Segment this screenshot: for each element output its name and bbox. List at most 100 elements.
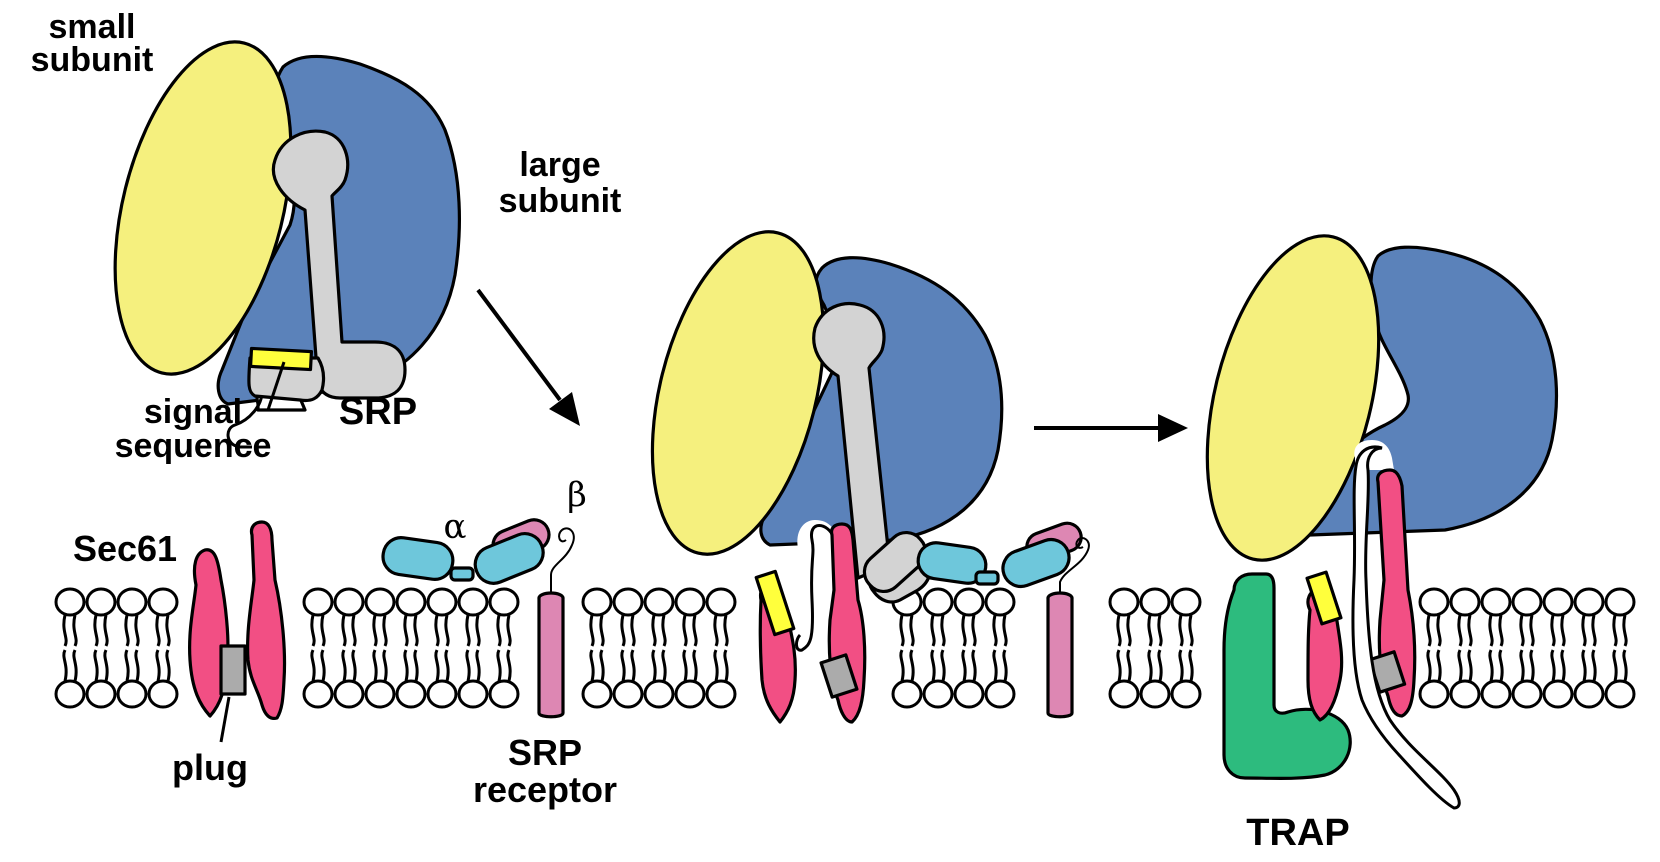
lipid-head	[302, 587, 334, 617]
label-small-subunit-line2: subunit	[31, 41, 154, 79]
lipid-molecule	[116, 587, 148, 709]
lipid-head	[1108, 587, 1140, 617]
stage-2-docked-ribosome	[650, 230, 1090, 724]
small-subunit	[113, 40, 293, 376]
lipid-head	[922, 587, 954, 617]
label-signal-sequence-line1: signal	[144, 393, 242, 431]
signal-sequence-pointer	[266, 361, 286, 411]
label-small-subunit-line1: small	[49, 8, 136, 46]
lipid-molecule	[984, 587, 1016, 709]
lipid-head	[54, 679, 86, 709]
lipid-molecule	[333, 587, 365, 709]
srp-receptor-tm	[1046, 596, 1074, 719]
lipid-head	[116, 587, 148, 617]
er-membrane	[54, 587, 1636, 709]
lipid-head	[643, 587, 675, 617]
srp-m-domain	[862, 530, 928, 594]
label-beta: β	[567, 475, 587, 515]
sec61-right-half	[246, 520, 287, 721]
lipid-head	[147, 587, 179, 617]
lipid-molecule	[1511, 587, 1543, 709]
lipid-head	[457, 587, 489, 617]
lipid-molecule	[364, 587, 396, 709]
lipid-molecule	[612, 587, 644, 709]
lipid-head	[612, 587, 644, 617]
label-trap: TRAP	[1246, 812, 1349, 854]
sec61-closed	[188, 520, 287, 743]
lipid-head	[1418, 679, 1450, 709]
lipid-molecule	[1542, 587, 1574, 709]
nascent-chain	[1351, 445, 1461, 810]
plug	[819, 653, 859, 699]
lipid-molecule	[953, 587, 985, 709]
plug-pointer	[219, 696, 231, 743]
lipid-molecule	[1418, 587, 1450, 709]
lipid-head	[364, 587, 396, 617]
small-subunit	[1205, 234, 1381, 562]
lipid-head	[488, 679, 520, 709]
lipid-molecule	[1604, 587, 1636, 709]
nascent-chain	[795, 524, 836, 652]
lipid-head	[705, 587, 737, 617]
lipid-head	[581, 679, 613, 709]
lipid-head	[1139, 679, 1171, 709]
lipid-molecule	[85, 587, 117, 709]
srp	[271, 129, 407, 400]
srp-receptor-alpha-left	[381, 536, 455, 581]
lipid-molecule	[302, 587, 334, 709]
lipid-head	[674, 679, 706, 709]
lipid-molecule	[643, 587, 675, 709]
label-signal-sequence-line2: sequence	[115, 427, 272, 465]
lipid-head	[953, 679, 985, 709]
lipid-head	[302, 679, 334, 709]
signal-sequence	[1305, 570, 1343, 626]
label-srp: SRP	[339, 391, 417, 433]
lipid-head	[333, 679, 365, 709]
lipid-head	[116, 679, 148, 709]
lipid-head	[147, 679, 179, 709]
lipid-head	[488, 587, 520, 617]
lipid-molecule	[426, 587, 458, 709]
lipid-head	[1418, 587, 1450, 617]
plug	[219, 644, 247, 696]
lipid-head	[333, 587, 365, 617]
lipid-head	[1108, 679, 1140, 709]
lipid-head	[984, 679, 1016, 709]
lipid-head	[426, 587, 458, 617]
lipid-molecule	[1170, 587, 1202, 709]
lipid-head	[1573, 587, 1605, 617]
lipid-head	[643, 679, 675, 709]
lipid-molecule	[1139, 587, 1171, 709]
lipid-molecule	[1480, 587, 1512, 709]
lipid-molecule	[1108, 587, 1140, 709]
lipid-head	[1170, 679, 1202, 709]
lipid-head	[1542, 587, 1574, 617]
lipid-head	[984, 587, 1016, 617]
lipid-molecule	[147, 587, 179, 709]
lipid-head	[922, 679, 954, 709]
arrow-1	[476, 288, 580, 426]
lipid-molecule	[891, 587, 923, 709]
lipid-head	[85, 679, 117, 709]
lipid-head	[1449, 679, 1481, 709]
lipid-head	[1573, 679, 1605, 709]
lipid-molecule	[705, 587, 737, 709]
lipid-head	[1511, 587, 1543, 617]
lipid-head	[1511, 679, 1543, 709]
arrow-2	[1034, 414, 1188, 442]
lipid-molecule	[488, 587, 520, 709]
label-plug: plug	[172, 747, 248, 788]
srp-receptor-free	[381, 518, 575, 719]
lipid-molecule	[674, 587, 706, 709]
lipid-head	[891, 679, 923, 709]
lipid-molecule	[581, 587, 613, 709]
srp-receptor-alpha-right	[473, 532, 545, 585]
label-sec61: Sec61	[73, 528, 177, 569]
srp-receptor-tm	[537, 596, 565, 719]
lipid-head	[457, 679, 489, 709]
trap	[1222, 572, 1352, 780]
small-subunit	[650, 230, 826, 556]
lipid-head	[395, 587, 427, 617]
lipid-molecule	[457, 587, 489, 709]
lipid-head	[674, 587, 706, 617]
